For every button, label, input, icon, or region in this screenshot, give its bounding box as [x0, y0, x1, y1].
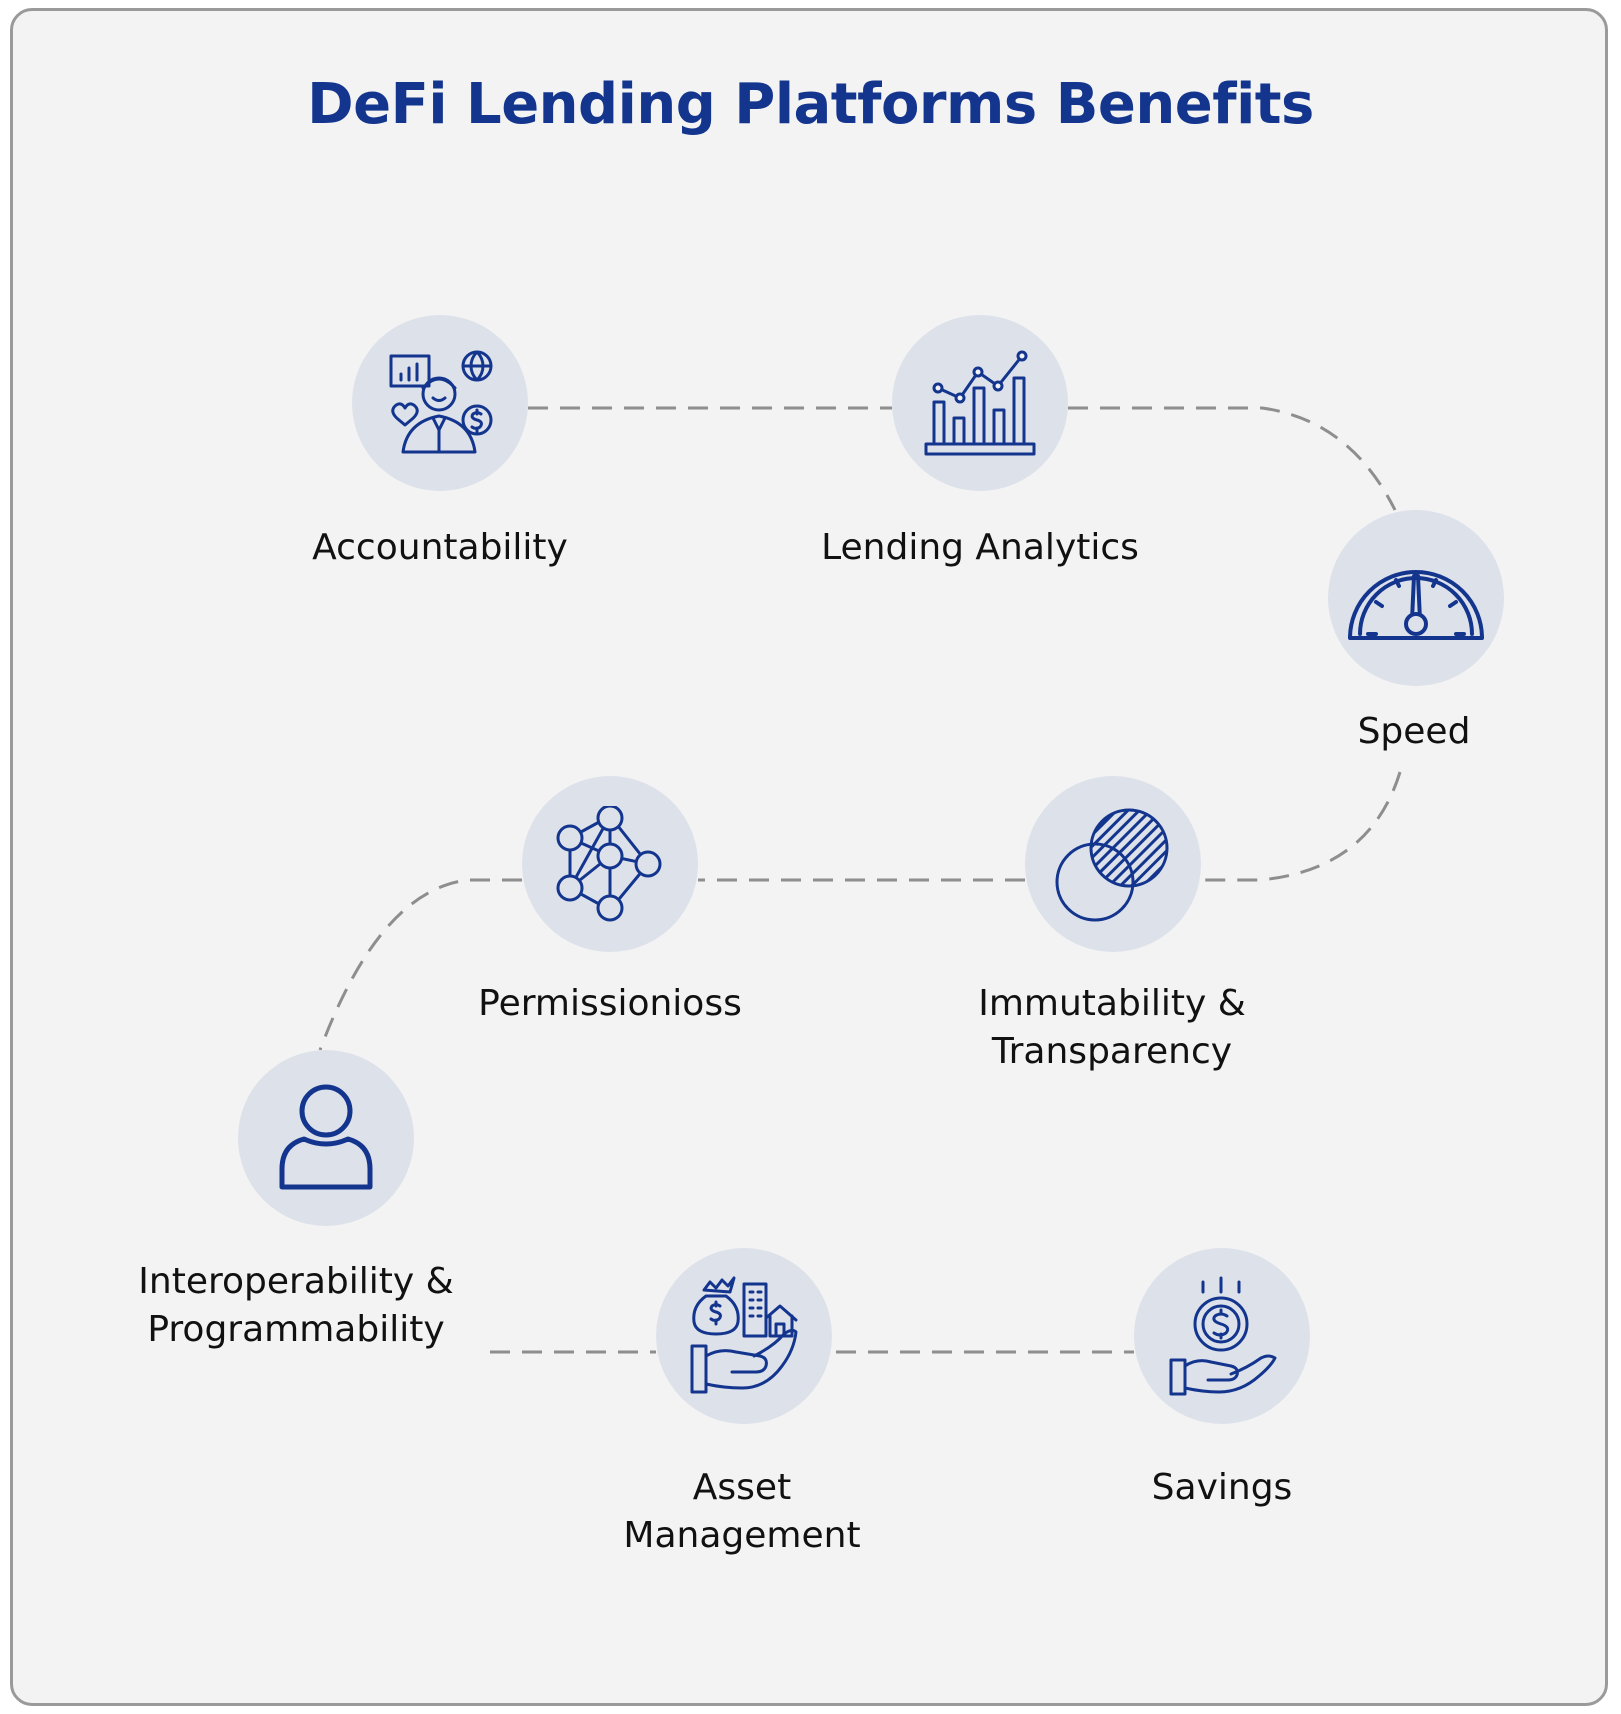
benefit-label-speed: Speed	[1357, 711, 1471, 752]
network-nodes-icon	[556, 806, 662, 922]
label-line: Management	[623, 1515, 861, 1556]
benefit-label-immutability: Immutability & Transparency	[978, 980, 1246, 1076]
professional-person-icon	[389, 350, 493, 454]
benefit-node-permissionless	[522, 776, 698, 952]
benefit-node-savings	[1134, 1248, 1310, 1424]
benefit-label-permissionless: Permissionioss	[478, 983, 742, 1024]
hand-assets-icon	[690, 1276, 798, 1394]
benefit-node-speed	[1328, 510, 1504, 686]
overlapping-circles-icon	[1055, 808, 1169, 922]
user-icon	[279, 1084, 373, 1190]
hand-coin-icon	[1169, 1276, 1277, 1396]
speedometer-icon	[1348, 570, 1484, 640]
benefit-label-accountability: Accountability	[312, 527, 568, 568]
label-line: Asset	[692, 1467, 792, 1508]
benefit-node-asset-management	[656, 1248, 832, 1424]
page-title: DeFi Lending Platforms Benefits	[307, 72, 1314, 137]
label-line: Immutability &	[978, 983, 1246, 1024]
benefit-node-lending-analytics	[892, 315, 1068, 491]
label-line: Transparency	[991, 1031, 1233, 1072]
benefit-node-immutability	[1025, 776, 1201, 952]
benefit-label-asset-management: Asset Management	[623, 1464, 860, 1560]
benefit-node-accountability	[352, 315, 528, 491]
label-line: Programmability	[147, 1309, 445, 1350]
benefit-node-interoperability	[238, 1050, 414, 1226]
diagram-card	[10, 8, 1608, 1706]
benefit-label-savings: Savings	[1151, 1467, 1293, 1508]
bar-chart-icon	[924, 350, 1036, 456]
benefit-label-lending-analytics: Lending Analytics	[821, 527, 1139, 568]
label-line: Interoperability &	[138, 1261, 454, 1302]
benefit-label-interoperability: Interoperability & Programmability	[138, 1258, 453, 1354]
